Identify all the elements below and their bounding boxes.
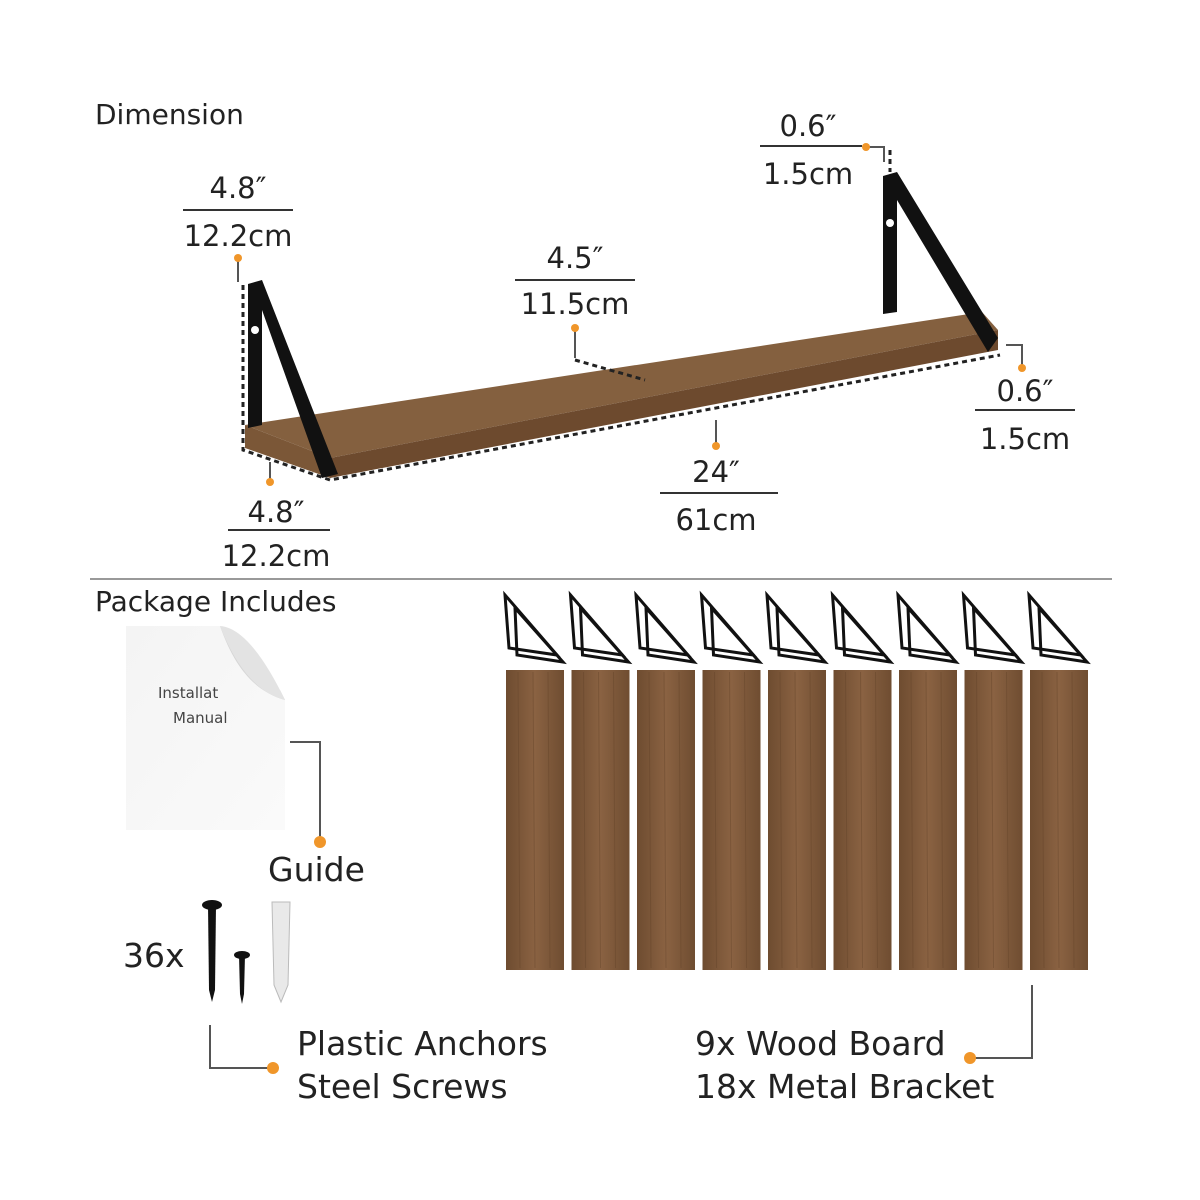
wood-board	[571, 670, 630, 970]
marker-dot	[234, 254, 242, 262]
installation-manual: Installat Manual	[126, 626, 285, 830]
marker-dot	[267, 1062, 279, 1074]
marker-dot	[862, 143, 870, 151]
metal-bracket-pair	[634, 590, 698, 665]
svg-text:12.2cm: 12.2cm	[222, 539, 331, 573]
wood-board	[964, 670, 1023, 970]
metal-bracket-pair	[503, 590, 567, 665]
marker-dot	[1018, 364, 1026, 372]
hardware-line-1: Plastic Anchors	[297, 1024, 548, 1063]
metal-bracket-pair	[961, 590, 1026, 665]
parts-line-1: 9x Wood Board	[695, 1024, 946, 1063]
dim-board-thickness: 0.6″ 1.5cm	[975, 344, 1075, 456]
dim-bottom-depth: 4.8″ 12.2cm	[222, 462, 331, 573]
svg-text:0.6″: 0.6″	[997, 374, 1054, 408]
small-screw-icon	[234, 951, 250, 1004]
svg-text:4.5″: 4.5″	[547, 241, 604, 275]
wood-board	[702, 670, 761, 970]
svg-text:61cm: 61cm	[675, 503, 756, 537]
metal-bracket-pair	[1027, 590, 1091, 665]
svg-text:0.6″: 0.6″	[780, 109, 837, 143]
dim-left-depth: 4.8″ 12.2cm	[183, 171, 293, 282]
svg-text:1.5cm: 1.5cm	[763, 157, 853, 191]
wood-board	[637, 670, 695, 970]
guide-label: Guide	[268, 850, 365, 889]
metal-bracket-pair	[699, 590, 764, 665]
marker-dot	[571, 324, 579, 332]
marker-dot	[712, 442, 720, 450]
metal-bracket-pair	[765, 590, 829, 665]
svg-text:11.5cm: 11.5cm	[521, 287, 630, 321]
screws-count: 36x	[123, 936, 185, 975]
svg-text:Manual: Manual	[173, 709, 228, 727]
dim-length: 24″ 61cm	[660, 420, 778, 537]
plastic-anchor-icon	[271, 901, 291, 1004]
shelf-illustration	[241, 150, 1001, 482]
svg-text:24″: 24″	[692, 455, 740, 489]
screw-icon	[202, 900, 222, 1002]
wood-board	[768, 670, 826, 970]
parts-line-2: 18x Metal Bracket	[695, 1067, 994, 1106]
marker-dot	[266, 478, 274, 486]
metal-bracket-pair	[568, 590, 633, 665]
metal-bracket-pair	[830, 590, 895, 665]
board-row	[506, 670, 1088, 970]
metal-bracket-pair	[896, 590, 960, 665]
svg-text:Installat: Installat	[158, 684, 218, 702]
marker-dot	[314, 836, 326, 848]
package-title: Package Includes	[95, 585, 336, 618]
svg-text:1.5cm: 1.5cm	[980, 422, 1070, 456]
dimension-title: Dimension	[95, 98, 244, 131]
dim-bracket-thickness: 0.6″ 1.5cm	[760, 109, 885, 191]
wood-board	[899, 670, 957, 970]
wood-board	[506, 670, 564, 970]
wood-board	[1030, 670, 1088, 970]
width-marker	[574, 358, 646, 382]
svg-text:12.2cm: 12.2cm	[184, 219, 293, 253]
bracket-row	[503, 590, 1091, 665]
left-bracket	[248, 280, 338, 478]
hardware-line-2: Steel Screws	[297, 1067, 508, 1106]
dim-width: 4.5″ 11.5cm	[515, 241, 635, 358]
wood-board	[833, 670, 892, 970]
right-bracket	[883, 172, 998, 352]
svg-text:4.8″: 4.8″	[210, 171, 267, 205]
marker-dot	[964, 1052, 976, 1064]
svg-text:4.8″: 4.8″	[248, 495, 305, 529]
